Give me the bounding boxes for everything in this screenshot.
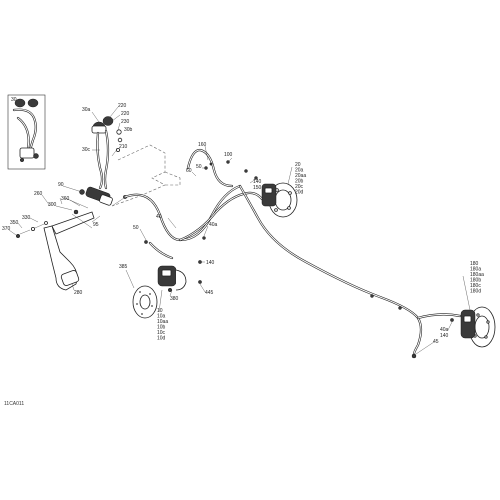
label-100: 100	[224, 152, 233, 158]
label-45: 45	[433, 339, 439, 345]
label-stack-20: 20 20a 20aa 20b 20c 20d	[295, 162, 308, 196]
label-350: 350	[10, 220, 19, 226]
label-150: 150	[253, 185, 262, 191]
inset-master-cylinder	[7, 94, 46, 170]
label-230: 230	[121, 119, 130, 125]
label-210: 210	[119, 144, 128, 150]
label-stack-180: 180 180a 180aa 180b 180c 180d	[470, 261, 485, 295]
label-220-a: 220	[118, 103, 127, 109]
label-90: 90	[58, 182, 64, 188]
left-fasteners	[15, 197, 63, 239]
label-50-b: 50	[133, 225, 139, 231]
illustration-code: 11CA011	[4, 401, 24, 407]
label-stack-10: 10 10a 10aa 10b 10c 10d	[157, 308, 170, 342]
front-right-brake	[261, 182, 298, 218]
label-30-inset: 30	[11, 97, 17, 103]
label-95: 95	[93, 222, 99, 228]
master-cylinder	[79, 186, 127, 207]
front-left-disc	[132, 285, 158, 319]
label-140-a: 140	[253, 179, 262, 185]
front-left-caliper	[157, 265, 187, 293]
reservoir-assembly	[91, 116, 123, 190]
brake-lines	[123, 148, 462, 356]
label-385: 385	[119, 264, 128, 270]
label-30a: 30a	[82, 107, 91, 113]
label-40: 40	[156, 214, 162, 220]
label-30b: 30b	[124, 127, 133, 133]
label-260: 260	[34, 191, 43, 197]
brake-pedal	[43, 197, 95, 291]
label-380: 380	[170, 296, 179, 302]
label-280: 280	[74, 290, 83, 296]
label-50: 50	[196, 164, 202, 170]
rear-brake	[460, 306, 496, 348]
leader-lines	[8, 106, 471, 355]
hidden-outline-dashed-2	[164, 171, 181, 186]
label-140-b: 140	[206, 260, 215, 266]
label-140-rear: 140	[440, 333, 449, 339]
label-445: 445	[205, 290, 214, 296]
label-30c: 30c	[82, 147, 91, 153]
callout-labels: 30 30a 220 220 230 30b 30c 210 90 260 36…	[2, 97, 485, 345]
label-370: 370	[2, 226, 11, 232]
label-330: 330	[22, 215, 31, 221]
label-40a: 40a	[209, 222, 218, 228]
label-300: 300	[48, 202, 57, 208]
label-160: 160	[198, 142, 207, 148]
label-40a-rear: 40a	[440, 327, 449, 333]
label-60: 60	[186, 168, 192, 174]
label-360: 360	[61, 196, 70, 202]
hidden-outline-dashed	[111, 144, 166, 207]
label-220-b: 220	[121, 111, 130, 117]
